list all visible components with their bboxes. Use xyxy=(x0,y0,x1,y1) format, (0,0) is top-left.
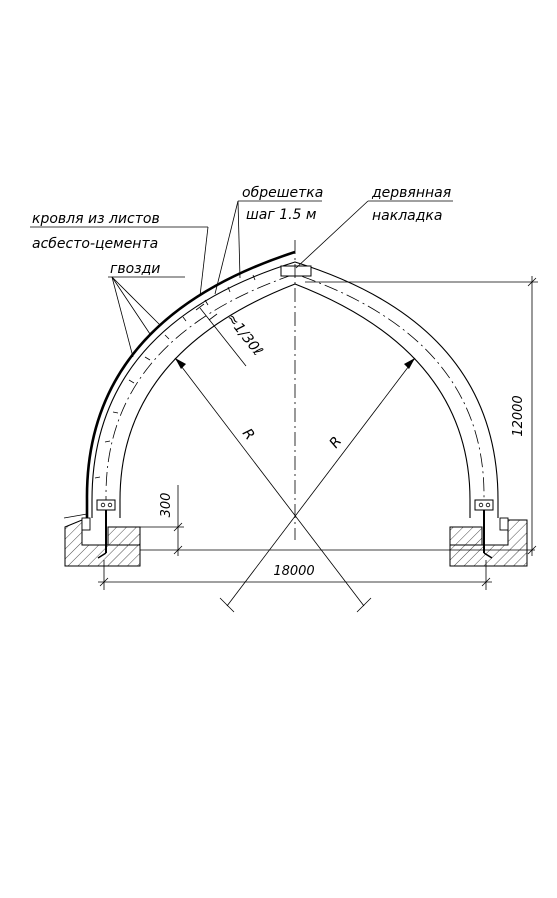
support-dimension xyxy=(120,485,184,556)
roof-leader xyxy=(199,226,209,297)
lathing-label-line2: шаг 1.5 м xyxy=(246,207,317,223)
radius-arrow-left xyxy=(175,358,186,369)
height-dimension xyxy=(305,276,538,556)
arch-outer-edge xyxy=(91,261,499,518)
roof-label-line2: асбесто-цемента xyxy=(32,236,158,252)
section-leader xyxy=(199,307,247,367)
height-dimension-label: 12000 xyxy=(511,395,526,436)
radius-label-left: R xyxy=(239,426,258,444)
wooden-overlay xyxy=(280,265,312,277)
radius-line-right xyxy=(226,357,416,607)
section-label: ≈1/30ℓ xyxy=(223,311,266,359)
overlay-label-line1: дервянная xyxy=(371,185,451,201)
overlay-leader xyxy=(295,200,369,269)
roof-label-line1: кровля из листов xyxy=(32,211,160,227)
lathing-label-line1: обрешетка xyxy=(242,185,323,201)
lathing-ticks xyxy=(94,274,256,479)
overlay-label-line2: накладка xyxy=(372,208,442,224)
right-support xyxy=(449,499,528,567)
arch-centerline xyxy=(105,273,485,510)
radius-label-right: R xyxy=(327,434,346,452)
nails-label: гвозди xyxy=(110,261,160,277)
nails-leader-1 xyxy=(111,276,134,358)
support-dimension-label: 300 xyxy=(159,493,174,518)
radius-line-left xyxy=(174,357,365,607)
span-dimension-label: 18000 xyxy=(273,564,314,579)
radius-arrow-right xyxy=(404,358,415,369)
lathing-leader-2 xyxy=(237,200,241,279)
arch-outer-roof xyxy=(85,250,296,518)
nails-leader-3 xyxy=(111,276,161,326)
left-support xyxy=(63,499,141,567)
lathing-leader-1 xyxy=(214,200,239,295)
nails-leader-2 xyxy=(111,276,151,335)
span-dimension xyxy=(98,560,492,590)
